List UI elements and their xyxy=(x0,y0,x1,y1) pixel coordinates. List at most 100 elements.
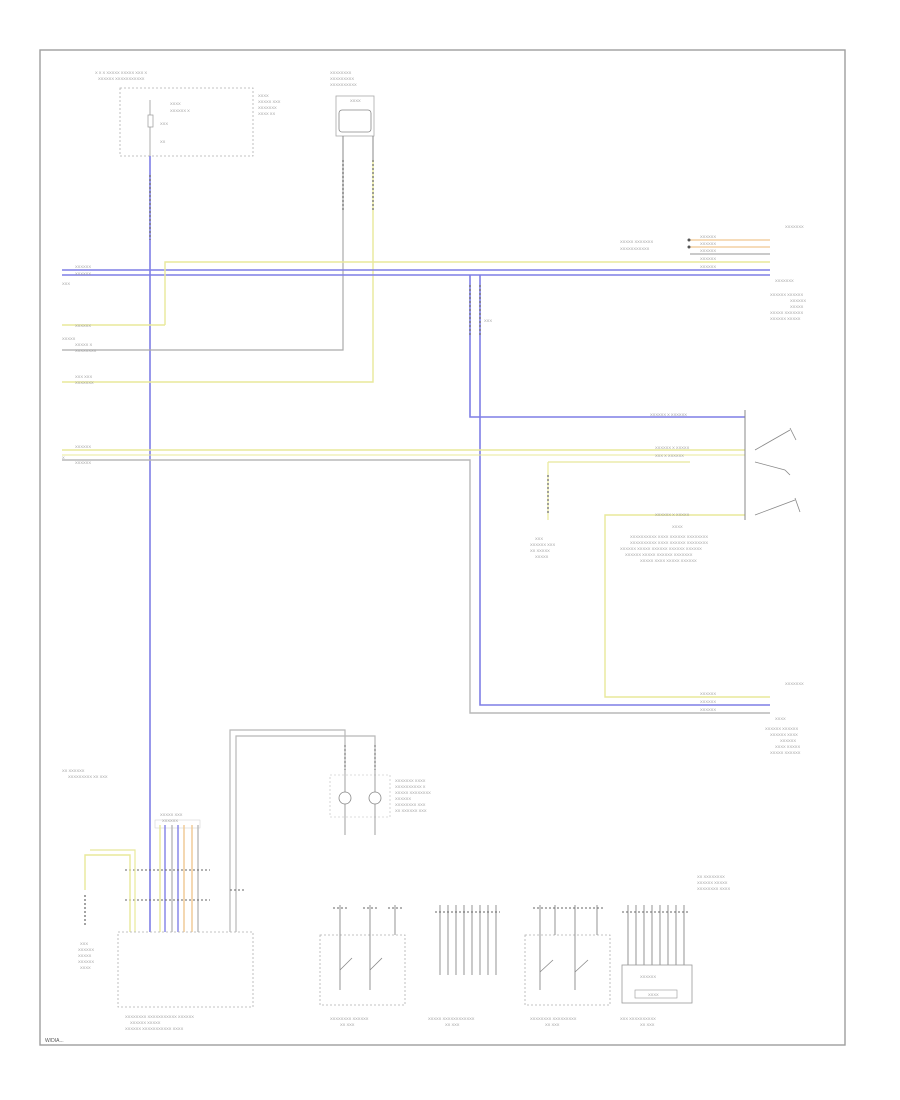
svg-text:XXXXXX: XXXXXX xyxy=(395,796,411,801)
wire-gray-sensor xyxy=(62,160,344,351)
svg-text:XXXXXX: XXXXXX xyxy=(75,444,91,449)
svg-text:XXXXX XXX: XXXXX XXX xyxy=(160,812,183,817)
switch-block-4: XXXX XXXXXX XXX XXXXXXXXXX XX XXX xyxy=(620,905,693,1027)
svg-text:XXXXXX XXXXXXXXXXX: XXXXXX XXXXXXXXXXX xyxy=(98,76,145,81)
diagram-border xyxy=(39,49,846,1046)
switch-icon xyxy=(754,497,801,516)
svg-text:XXXXXX: XXXXXX xyxy=(78,947,94,952)
svg-text:XXXXXX XXXXXXXXXXX XXXX: XXXXXX XXXXXXXXXXX XXXX xyxy=(125,1026,184,1031)
svg-text:XXXXXX: XXXXXX xyxy=(700,264,716,269)
transmission-switch: XXXXXX X XXXXXX XXXXXX X XXXXX XXX X XXX… xyxy=(620,410,801,563)
svg-text:XXXXXX: XXXXXX xyxy=(75,271,91,276)
svg-text:XXXXXX: XXXXXX xyxy=(75,460,91,465)
svg-text:XXXXXX X XXXXX: XXXXXX X XXXXX xyxy=(655,445,690,450)
svg-text:XXXXXX: XXXXXX xyxy=(700,691,716,696)
svg-text:XXXXXX XXXXX XXXXXX XXXXXXX: XXXXXX XXXXX XXXXXX XXXXXXX xyxy=(625,552,693,557)
svg-text:XXXXXX: XXXXXX xyxy=(700,248,716,253)
svg-text:XX XXXXXX XXX: XX XXXXXX XXX xyxy=(395,808,427,813)
switch-block-2: XXXXX XXXXXXXXXXXX XX XXX xyxy=(428,905,500,1027)
svg-text:XXXXXX X: XXXXXX X xyxy=(170,108,190,113)
svg-text:XXXXX: XXXXX xyxy=(78,953,92,958)
svg-text:XXXXXXXXXXX: XXXXXXXXXXX xyxy=(620,246,650,251)
svg-text:X X X XXXXX XXXXX XXX X: X X X XXXXX XXXXX XXX X xyxy=(95,70,147,75)
page-ref: W/DIA... xyxy=(45,1038,64,1044)
svg-text:XXXXXXXX: XXXXXXXX xyxy=(75,348,97,353)
svg-text:XXXXX XXXXXX: XXXXX XXXXXX xyxy=(770,750,801,755)
svg-text:XXXXXX: XXXXXX xyxy=(700,699,716,704)
wire-yellow-right xyxy=(604,514,770,698)
svg-text:XXXXXX: XXXXXX xyxy=(790,298,806,303)
bottom-module-harness: XXXXX XXX XXXXXX XXX XXXXXX XXXXX XXXXXX… xyxy=(78,729,376,1031)
svg-text:XXXXX X: XXXXX X xyxy=(75,342,92,347)
svg-text:XX XXX: XX XXX xyxy=(340,1022,355,1027)
svg-text:XXXXXXX: XXXXXXX xyxy=(75,380,94,385)
svg-text:XXXXXX XXX: XXXXXX XXX xyxy=(530,542,555,547)
svg-text:XXXXXXX: XXXXXXX xyxy=(775,278,794,283)
svg-text:XXXXX: XXXXX xyxy=(535,554,549,559)
svg-text:XXXXXX X XXXXXX: XXXXXX X XXXXXX xyxy=(650,412,687,417)
svg-text:XXX XXX: XXX XXX xyxy=(75,374,92,379)
right-module: XXXXXXX XXXXXX XXXXXX XXXXXX XXXX XXXXXX… xyxy=(700,681,804,755)
svg-text:XXXXXXXXXX XXXX XXXXXX XXXXXXX: XXXXXXXXXX XXXX XXXXXX XXXXXXXX xyxy=(630,534,708,539)
svg-text:XXXXXX: XXXXXX xyxy=(700,234,716,239)
wire-blue-branch-2 xyxy=(479,275,770,706)
svg-text:XXXXXXXX XXXXXXXXX: XXXXXXXX XXXXXXXXX xyxy=(530,1016,577,1021)
svg-text:XXX: XXX xyxy=(484,318,492,323)
svg-text:XXXXX XXXXXXX: XXXXX XXXXXXX xyxy=(770,310,803,315)
svg-text:XXXXXX XXXXX XXXXXX XXXXXX XXX: XXXXXX XXXXX XXXXXX XXXXXX XXXXXX xyxy=(620,546,702,551)
svg-text:X: X xyxy=(62,455,65,460)
fuse-icon xyxy=(147,114,154,128)
svg-text:XXXXX XXXXXXX: XXXXX XXXXXXX xyxy=(620,239,653,244)
svg-text:XXXXXX: XXXXXX xyxy=(780,738,796,743)
svg-text:XXXXXX XXXXXX: XXXXXX XXXXXX xyxy=(770,292,803,297)
svg-text:XXXX: XXXX xyxy=(350,98,361,103)
svg-text:XX XXXXX: XX XXXXX xyxy=(530,548,550,553)
svg-text:XXXXXXXXXX X: XXXXXXXXXX X xyxy=(395,784,426,789)
top-sensor: XXXXXXXX XXXXXXXXX XXXXXXXXXX XXXX xyxy=(330,70,375,160)
svg-text:XXX X XXXXXX: XXX X XXXXXX xyxy=(655,453,684,458)
svg-text:XXXXXXXXXX: XXXXXXXXXX xyxy=(330,82,357,87)
svg-text:XXXXXXX: XXXXXXX xyxy=(785,224,804,229)
svg-text:XXXXXX: XXXXXX xyxy=(700,707,716,712)
svg-text:XX XXX: XX XXX xyxy=(545,1022,560,1027)
wire-bus-yellow xyxy=(164,261,770,325)
svg-text:XXXXXX: XXXXXX xyxy=(162,818,178,823)
svg-text:XXX: XXX xyxy=(62,281,70,286)
svg-text:XXXXX XXXX XXXXX XXXXXX: XXXXX XXXX XXXXX XXXXXX xyxy=(640,558,697,563)
svg-text:XXXXXXX XXXX: XXXXXXX XXXX xyxy=(395,778,426,783)
svg-text:XXXX: XXXX xyxy=(648,992,659,997)
svg-text:XXXXXX: XXXXXX xyxy=(75,264,91,269)
wire-blue-branch-1 xyxy=(469,275,745,418)
svg-text:XXXXXX X XXXXX: XXXXXX X XXXXX xyxy=(655,512,690,517)
svg-text:XXXXXXXXX XX XXX: XXXXXXXXX XX XXX xyxy=(68,774,108,779)
svg-text:XXXXXXXX XXXX: XXXXXXXX XXXX xyxy=(697,886,730,891)
svg-text:XX XXXXXX: XX XXXXXX xyxy=(62,768,85,773)
svg-text:XXXXXX: XXXXXX xyxy=(78,959,94,964)
switch-block-3: XXXXXXXX XXXXXXXXX XX XXX xyxy=(524,905,611,1027)
svg-text:XXXXXX: XXXXXX xyxy=(700,241,716,246)
svg-text:XXXXXX XXXXXX: XXXXXX XXXXXX xyxy=(765,726,798,731)
svg-text:XXXXXX XXXXX: XXXXXX XXXXX xyxy=(770,316,801,321)
svg-text:XXXXX XXXXXXXXXXXX: XXXXX XXXXXXXXXXXX xyxy=(428,1016,475,1021)
svg-text:XXXXXX XXXX: XXXXXX XXXX xyxy=(770,732,798,737)
svg-text:XXXXXX XXXXX: XXXXXX XXXXX xyxy=(130,1020,161,1025)
svg-text:XXXXXXX: XXXXXXX xyxy=(258,105,277,110)
connector-icon xyxy=(687,238,691,242)
svg-text:XXXXXXXX XXX: XXXXXXXX XXX xyxy=(395,802,426,807)
svg-text:XXXX: XXXX xyxy=(80,965,91,970)
ground-icon: XXX xyxy=(80,941,88,946)
lamp-group: XXXXXXX XXXX XXXXXXXXXX X XXXXX XXXXXXXX… xyxy=(329,770,431,835)
svg-text:XX XXX: XX XXX xyxy=(640,1022,655,1027)
fuse-relay-box: X X X XXXXX XXXXX XXX X XXXXXX XXXXXXXXX… xyxy=(95,70,281,157)
svg-text:XXXXXX: XXXXXX xyxy=(640,974,656,979)
svg-text:XXX: XXX xyxy=(535,536,543,541)
control-module-box xyxy=(117,931,254,1008)
svg-text:XXXXX XXX: XXXXX XXX xyxy=(258,99,281,104)
svg-text:XXXXX: XXXXX xyxy=(62,336,76,341)
svg-text:XXXXXX: XXXXXX xyxy=(700,256,716,261)
svg-text:XXXXXXXXX: XXXXXXXXX xyxy=(330,76,354,81)
svg-text:XXXXX: XXXXX xyxy=(790,304,804,309)
wire-yellow-sensor xyxy=(62,160,374,383)
svg-text:XXXX: XXXX xyxy=(672,524,683,529)
